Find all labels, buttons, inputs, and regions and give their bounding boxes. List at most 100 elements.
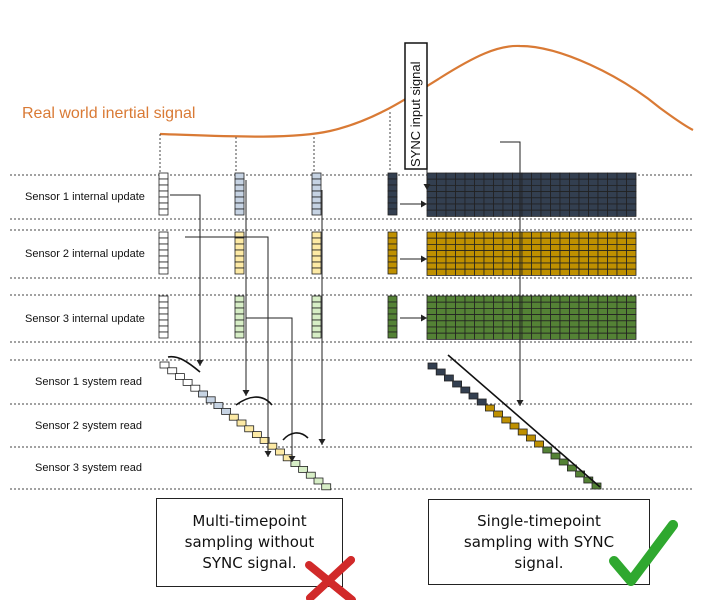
sensor1-update-register-cell [311, 184, 322, 192]
sensor3-buffer-cell [588, 307, 599, 315]
sensor3-buffer-cell [445, 301, 456, 309]
staircase-with-sync [427, 362, 602, 490]
sensor1-buffer-cell [550, 197, 561, 205]
sensor3-buffer-cell [626, 301, 637, 309]
read-sample [550, 452, 561, 460]
sensor3-buffer-cell [531, 301, 542, 309]
sensor2-buffer-cell [626, 268, 637, 276]
sensor3-buffer-cell [474, 301, 485, 309]
read-sample [534, 440, 544, 448]
sensor2-buffer-cell [559, 231, 570, 239]
sensor2-buffer-cell [626, 250, 637, 258]
sensor3-buffer-cell [455, 320, 466, 328]
sensor1-buffer-cell [502, 197, 513, 205]
sensor2-buffer-cell [455, 262, 466, 270]
sensor2-buffer-cell [588, 268, 599, 276]
sensor1-buffer-cell [512, 184, 523, 192]
sensor1-buffer-cell [550, 203, 561, 211]
sensor3-buffer-cell [559, 332, 570, 340]
group-brace [235, 396, 273, 406]
read-sample [517, 428, 528, 436]
sensor1-update-register-cell [158, 208, 169, 216]
sensor2-buffer-cell [436, 231, 447, 239]
sensor1-buffer-cell [436, 197, 447, 205]
read-sample [167, 367, 178, 375]
sensor3-buffer-cell [616, 301, 627, 309]
sensor2-buffer-cell [588, 231, 599, 239]
sensor3-buffer-cell [436, 326, 447, 334]
sensor3-buffer-cell [597, 326, 608, 334]
read-sample [159, 361, 170, 369]
sensor3-sync-register-cell [387, 301, 398, 309]
sensor3-buffer-cell [502, 295, 513, 303]
sensor3-buffer-cell [569, 332, 580, 340]
sensor2-buffer-cell [521, 231, 532, 239]
sensor3-buffer-cell [540, 326, 551, 334]
sensor3-buffer-cell [597, 307, 608, 315]
sensor3-buffer-cell [436, 301, 447, 309]
sensor3-buffer-cell [493, 301, 504, 309]
read-sample [493, 410, 504, 418]
sensor3-buffer-cell [588, 326, 599, 334]
sensor1-buffer-cell [483, 197, 494, 205]
sensor2-buffer-cell [483, 256, 494, 264]
sensor2-buffer-cell [436, 250, 447, 258]
sensor2-update-register-cell [311, 255, 322, 263]
sensor3-buffer-cell [616, 295, 627, 303]
sensor2-buffer-cell [445, 268, 456, 276]
sensor3-sync-register-cell [387, 307, 398, 315]
sensor3-buffer-cell [464, 301, 475, 309]
sensor2-update-register-cell [158, 255, 169, 263]
sensor2-buffer-cell [578, 243, 589, 251]
sensor2-buffer-cell [436, 262, 447, 270]
sensor2-update-register-cell [234, 243, 245, 251]
sensor2-buffer-cell [607, 243, 618, 251]
sensor1-buffer-cell [502, 184, 513, 192]
sensor1-buffer-cell [540, 178, 551, 186]
caption-without-sync: Multi-timepoint sampling without SYNC si… [156, 498, 343, 587]
sensor2-buffer-cell [531, 231, 542, 239]
sensor3-update-register [234, 295, 245, 339]
sensor2-buffer-cell [474, 268, 485, 276]
sensor1-buffer-cell [445, 172, 456, 180]
sensor2-buffer-cell [607, 231, 618, 239]
sensor2-sync-register-cell [387, 249, 398, 257]
sensor1-buffer-cell [531, 184, 542, 192]
sensor1-update-register-cell [234, 184, 245, 192]
arrowhead [421, 314, 427, 322]
sensor1-buffer-cell [483, 209, 494, 217]
sensor1-buffer-cell [493, 178, 504, 186]
sensor3-buffer-cell [493, 295, 504, 303]
sensor1-update-register-cell [234, 172, 245, 180]
sensor3-buffer-cell [569, 301, 580, 309]
sensor1-buffer-cell [445, 203, 456, 211]
sensor1-buffer-cell [578, 197, 589, 205]
sensor1-update-register [311, 172, 322, 216]
sensor1-update-register-cell [158, 172, 169, 180]
sensor2-buffer-cell [464, 237, 475, 245]
sensor1-buffer-cell [445, 209, 456, 217]
sensor1-buffer-cell [483, 184, 494, 192]
sensor1-buffer-cell [588, 203, 599, 211]
sensor2-buffer-cell [540, 268, 551, 276]
sensor2-buffer-cell [559, 256, 570, 264]
sensor2-buffer-cell [474, 237, 485, 245]
sensor1-buffer-cell [483, 178, 494, 186]
sensor2-update-register-cell [311, 231, 322, 239]
sensor1-buffer-cell [550, 191, 561, 199]
sensor3-buffer-cell [540, 320, 551, 328]
sensor1-update-register-cell [311, 202, 322, 210]
sensor3-sync-register-cell [387, 319, 398, 327]
read-sample [567, 464, 577, 472]
sensor3-buffer-cell [588, 332, 599, 340]
sensor3-buffer-cell [445, 307, 456, 315]
arrowhead [196, 360, 204, 366]
sensor1-buffer-cell [588, 197, 599, 205]
sensor3-buffer-cell [436, 295, 447, 303]
sensor1-buffer-cell [474, 172, 485, 180]
sensor1-buffer-cell [597, 172, 608, 180]
sensor2-buffer-cell [493, 268, 504, 276]
sensor1-buffer-cell [502, 191, 513, 199]
row-label-sensor2-update: Sensor 2 internal update [25, 248, 145, 260]
sensor2-buffer-cell [588, 243, 599, 251]
